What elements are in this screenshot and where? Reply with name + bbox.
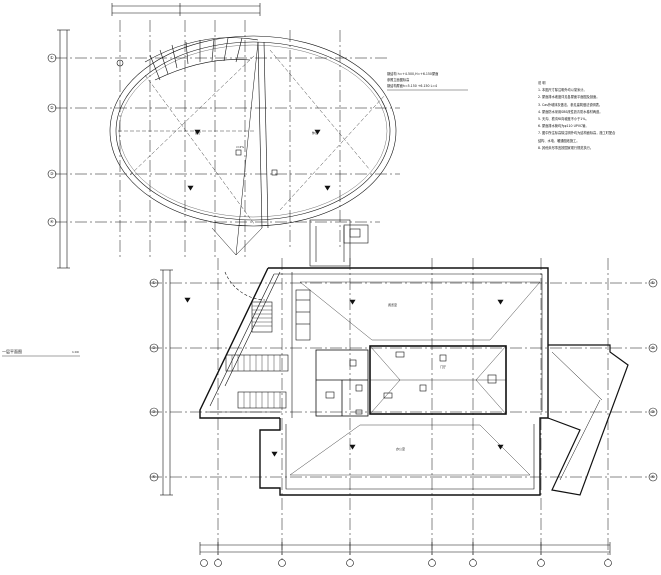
main-building (149, 258, 658, 567)
note-item: 2. 屋面排水坡度详见各屋面平面图及剖面。 (538, 95, 600, 100)
callout-line: 钢结构 h=+4.500,H=+6.150屋面 (387, 72, 439, 76)
room-label: 休息 (312, 131, 319, 135)
axis-label: ③ (50, 171, 54, 176)
note-item: 7. 图中所注标高除注明外均为结构面标高，施工时配合 (538, 131, 616, 136)
note-item: 3. Cas外墙抹灰做法，参见建筑做法说明表。 (538, 102, 603, 107)
room-label: 展厅 (195, 131, 202, 135)
room-label: 阅览室 (388, 303, 398, 307)
callout-line: 参照立面图标高 (387, 78, 410, 82)
room-label: 门厅 (440, 365, 447, 369)
axis-label: ④ (651, 474, 655, 479)
general-notes: 说 明 1. 本图尺寸除注明外均以毫米计。 2. 屋面排水坡度详见各屋面平面图及… (538, 80, 615, 152)
note-item: 结构、水电、暖通图纸施工。 (538, 138, 580, 143)
axis-label: ① (651, 280, 655, 285)
note-item: 1. 本图尺寸除注明外均以毫米计。 (538, 88, 587, 93)
axis-label: ② (152, 345, 156, 350)
axis-label: ③ (651, 409, 655, 414)
axis-label: ② (651, 345, 655, 350)
room-label: i=2% (236, 145, 245, 149)
room-label: 办公室 (396, 447, 406, 451)
callout-line: 钢结构屋面h=5.150 +6.150 L=4 (387, 84, 438, 88)
note-item: 8. 其他未尽事宜按国家现行规范执行。 (538, 145, 594, 150)
axis-label: ③ (152, 409, 156, 414)
drawing-title: 一层平面图 (2, 349, 22, 354)
notes-heading: 说 明 (538, 81, 546, 85)
axis-label: ④ (50, 219, 54, 224)
oval-pavilion (47, 3, 400, 269)
axis-label: ④ (152, 474, 156, 479)
note-item: 4. 屋面防水采用SBS改性沥青防水卷材两道。 (538, 109, 603, 114)
note-item: 6. 屋面排水管均为φ110 UPVC管。 (538, 124, 589, 129)
axis-label: ① (152, 280, 156, 285)
drawing-scale: 1:00 (72, 350, 79, 354)
roof-callout: 钢结构 h=+4.500,H=+6.150屋面 参照立面图标高 钢结构屋面h=5… (387, 71, 438, 89)
axis-label: ② (50, 105, 54, 110)
note-item: 5. 天沟、檐沟纵向坡度不小于1%。 (538, 117, 589, 122)
axis-label: ① (50, 55, 54, 60)
